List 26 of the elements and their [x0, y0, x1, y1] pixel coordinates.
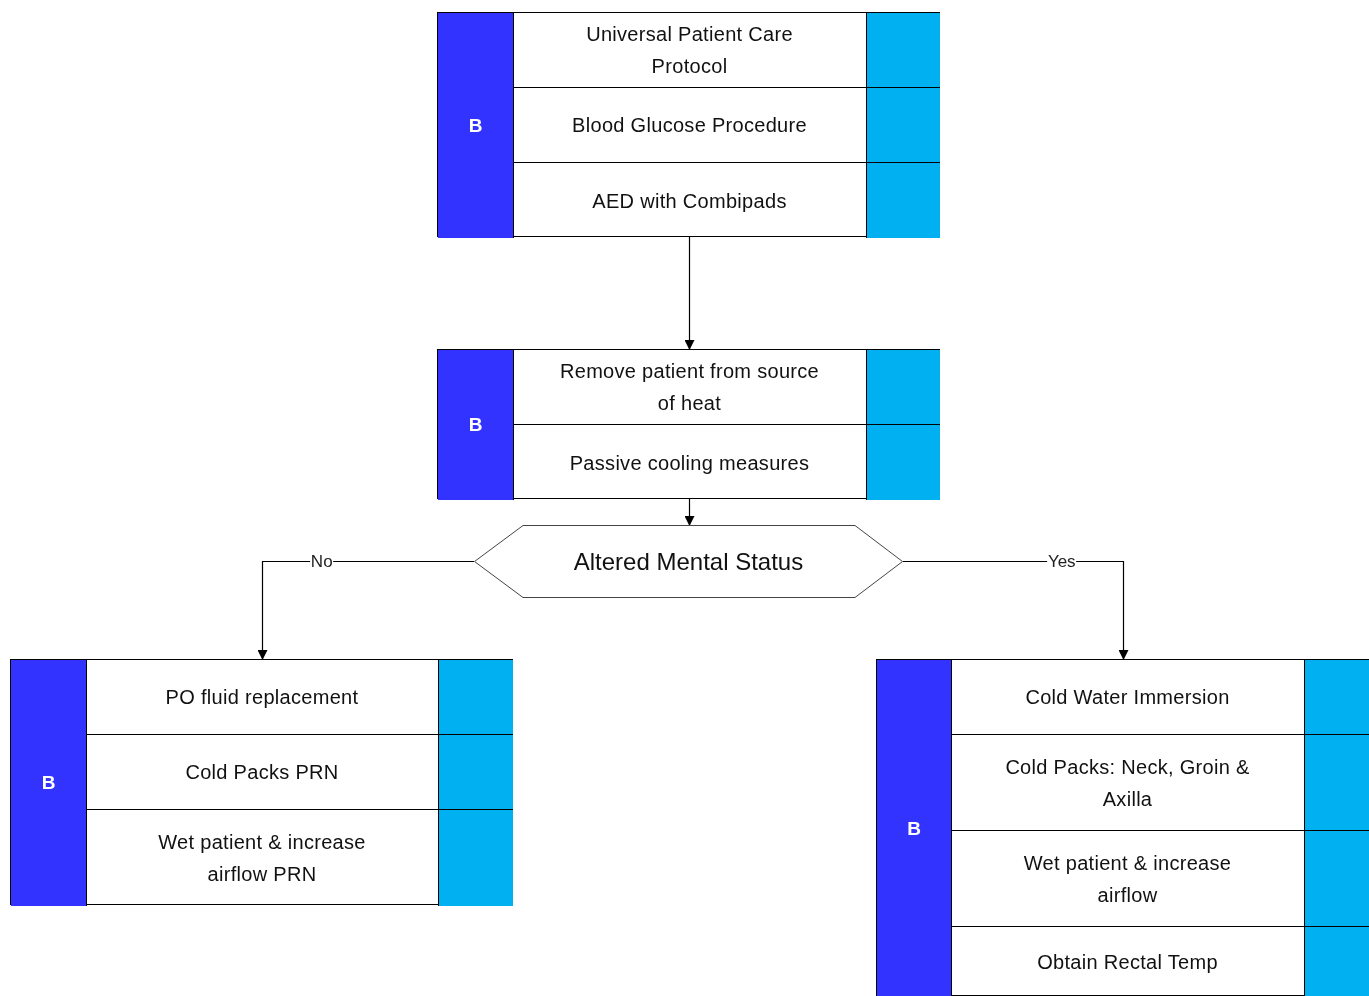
level-bar: B	[11, 660, 87, 906]
arrow	[902, 560, 1129, 660]
step-text: Cold Packs: Neck, Groin & Axilla	[1004, 754, 1251, 812]
level-bar: B	[438, 13, 514, 238]
protocol-card	[876, 659, 1369, 996]
step-text: Universal Patient Care Protocol	[585, 22, 794, 79]
arrow	[684, 236, 695, 350]
step-text: Passive cooling measures	[569, 450, 810, 476]
step-text: AED with Combipads	[592, 188, 787, 214]
protocol-card	[437, 349, 940, 499]
step-text: Wet patient & increase airflow PRN	[157, 830, 367, 887]
step-text: Cold Packs PRN	[185, 760, 339, 785]
step-text: PO fluid replacement	[165, 685, 359, 710]
step-text: Obtain Rectal Temp	[1037, 950, 1218, 975]
level-bar: B	[877, 660, 952, 996]
protocol-card	[10, 659, 513, 905]
decision-hexagon	[474, 525, 903, 598]
arrow	[257, 560, 475, 660]
arrow	[684, 498, 695, 526]
protocol-card	[437, 12, 940, 237]
level-bar: B	[438, 350, 514, 500]
step-text: Cold Water Immersion	[1025, 685, 1230, 710]
step-text: Wet patient & increase airflow	[1022, 850, 1233, 908]
step-text: Blood Glucose Procedure	[572, 113, 807, 138]
step-text: Remove patient from source of heat	[559, 359, 820, 416]
decision-text: Altered Mental Status	[573, 547, 804, 576]
